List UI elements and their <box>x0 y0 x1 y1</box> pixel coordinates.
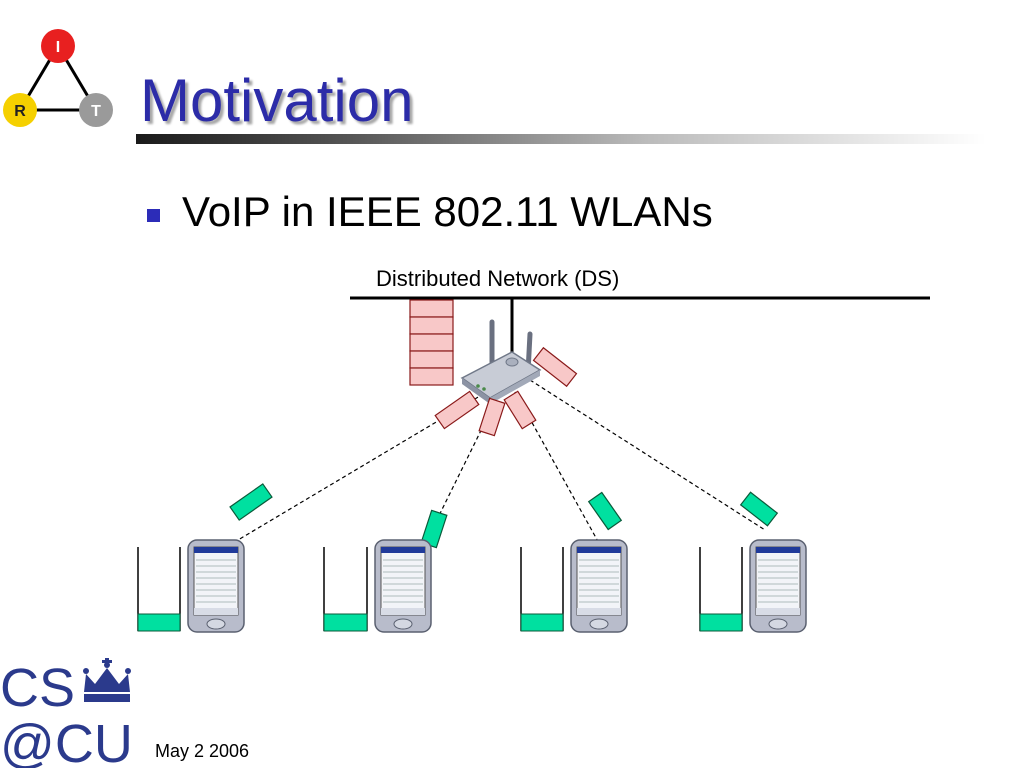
bullet-text: VoIP in IEEE 802.11 WLANs <box>182 188 713 235</box>
footer-date: May 2 2006 <box>155 741 250 761</box>
irt-letter-i: I <box>56 39 60 56</box>
pda-icon <box>374 539 432 633</box>
bullet-marker <box>147 209 160 222</box>
irt-logo-icon: I R T <box>3 29 113 127</box>
network-label: Distributed Network (DS) <box>376 266 620 291</box>
pda-icon <box>570 539 628 633</box>
ap-packets <box>434 346 578 437</box>
station-queue-4 <box>699 547 743 632</box>
cu-crown-icon <box>83 658 131 702</box>
pda-icon <box>187 539 245 633</box>
station-queue-3 <box>520 547 564 632</box>
irt-letter-r: R <box>14 103 26 120</box>
pda-icon <box>749 539 807 633</box>
cu-logo-at-cu: @CU <box>0 714 133 768</box>
station-queue-1 <box>137 547 181 632</box>
slide-title: Motivation <box>140 67 414 134</box>
station-packets <box>229 483 779 549</box>
title-divider <box>136 134 986 144</box>
cu-logo-cs: CS <box>0 658 75 718</box>
station-queue-2 <box>323 547 368 632</box>
access-point-icon <box>460 319 542 404</box>
cu-logo: CS @CU <box>0 658 133 768</box>
wlan-diagram <box>137 296 930 633</box>
ap-queue <box>409 299 454 386</box>
irt-letter-t: T <box>91 103 101 120</box>
